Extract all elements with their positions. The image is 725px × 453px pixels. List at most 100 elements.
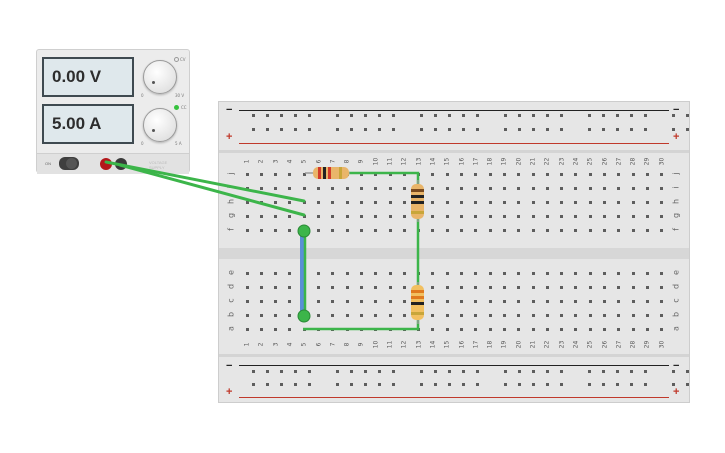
rail-hole[interactable] bbox=[587, 369, 591, 373]
breadboard-hole[interactable] bbox=[402, 285, 406, 289]
breadboard-hole[interactable] bbox=[560, 327, 564, 331]
breadboard-hole[interactable] bbox=[460, 271, 463, 275]
rail-hole[interactable] bbox=[293, 113, 297, 117]
breadboard-hole[interactable] bbox=[288, 186, 292, 190]
breadboard-hole[interactable] bbox=[345, 299, 349, 303]
breadboard-hole[interactable] bbox=[488, 228, 492, 232]
breadboard-hole[interactable] bbox=[502, 271, 506, 275]
breadboard-hole[interactable] bbox=[588, 186, 592, 190]
rail-hole[interactable] bbox=[307, 369, 311, 373]
rail-hole[interactable] bbox=[517, 369, 521, 373]
voltage-knob[interactable] bbox=[143, 60, 177, 94]
rail-hole[interactable] bbox=[279, 369, 283, 373]
rail-hole[interactable] bbox=[363, 127, 367, 131]
breadboard-hole[interactable] bbox=[331, 313, 335, 317]
rail-hole[interactable] bbox=[601, 369, 605, 373]
breadboard-hole[interactable] bbox=[588, 172, 592, 176]
breadboard-hole[interactable] bbox=[359, 285, 363, 289]
breadboard-hole[interactable] bbox=[603, 214, 606, 218]
rail-hole[interactable] bbox=[685, 127, 689, 131]
rail-hole[interactable] bbox=[531, 113, 535, 117]
resistor-r3[interactable] bbox=[411, 282, 424, 324]
breadboard-hole[interactable] bbox=[660, 313, 664, 317]
rail-hole[interactable] bbox=[307, 127, 311, 131]
resistor-r2[interactable] bbox=[411, 180, 424, 222]
breadboard-hole[interactable] bbox=[445, 327, 449, 331]
rail-hole[interactable] bbox=[377, 369, 381, 373]
breadboard-hole[interactable] bbox=[545, 228, 549, 232]
breadboard-hole[interactable] bbox=[531, 327, 535, 331]
breadboard-hole[interactable] bbox=[631, 228, 635, 232]
breadboard-hole[interactable] bbox=[545, 172, 549, 176]
rail-hole[interactable] bbox=[461, 382, 465, 386]
rail-hole[interactable] bbox=[251, 127, 255, 131]
breadboard-hole[interactable] bbox=[574, 271, 578, 275]
breadboard-hole[interactable] bbox=[388, 228, 392, 232]
breadboard-hole[interactable] bbox=[517, 327, 521, 331]
rail-hole[interactable] bbox=[349, 369, 353, 373]
rail-hole[interactable] bbox=[447, 369, 451, 373]
breadboard-hole[interactable] bbox=[617, 327, 621, 331]
rail-hole[interactable] bbox=[643, 382, 647, 386]
breadboard-hole[interactable] bbox=[531, 186, 535, 190]
wire-endpoint[interactable] bbox=[297, 309, 311, 323]
breadboard-hole[interactable] bbox=[274, 186, 278, 190]
rail-hole[interactable] bbox=[671, 127, 675, 131]
breadboard-hole[interactable] bbox=[560, 172, 564, 176]
breadboard-hole[interactable] bbox=[574, 186, 578, 190]
breadboard-hole[interactable] bbox=[560, 228, 564, 232]
breadboard-hole[interactable] bbox=[617, 299, 621, 303]
breadboard-hole[interactable] bbox=[431, 285, 435, 289]
breadboard-hole[interactable] bbox=[574, 228, 578, 232]
breadboard-hole[interactable] bbox=[345, 186, 349, 190]
breadboard-hole[interactable] bbox=[588, 285, 592, 289]
breadboard-hole[interactable] bbox=[245, 327, 249, 331]
breadboard-hole[interactable] bbox=[259, 214, 263, 218]
breadboard-hole[interactable] bbox=[603, 271, 606, 275]
breadboard-hole[interactable] bbox=[359, 313, 363, 317]
rail-hole[interactable] bbox=[307, 113, 311, 117]
breadboard-hole[interactable] bbox=[560, 186, 564, 190]
supply-positive-wire[interactable] bbox=[104, 160, 306, 203]
rail-hole[interactable] bbox=[307, 382, 311, 386]
breadboard-hole[interactable] bbox=[374, 186, 378, 190]
breadboard-hole[interactable] bbox=[431, 313, 435, 317]
breadboard-hole[interactable] bbox=[345, 271, 349, 275]
breadboard-hole[interactable] bbox=[660, 299, 664, 303]
breadboard-hole[interactable] bbox=[259, 299, 263, 303]
breadboard-hole[interactable] bbox=[517, 214, 521, 218]
breadboard-hole[interactable] bbox=[517, 285, 521, 289]
breadboard-hole[interactable] bbox=[474, 271, 478, 275]
breadboard-hole[interactable] bbox=[502, 285, 506, 289]
breadboard-hole[interactable] bbox=[631, 200, 635, 204]
breadboard-hole[interactable] bbox=[531, 313, 535, 317]
breadboard-hole[interactable] bbox=[460, 172, 463, 176]
breadboard-hole[interactable] bbox=[660, 271, 664, 275]
rail-hole[interactable] bbox=[601, 127, 605, 131]
breadboard-hole[interactable] bbox=[660, 228, 664, 232]
breadboard-hole[interactable] bbox=[474, 285, 478, 289]
breadboard-hole[interactable] bbox=[545, 200, 549, 204]
breadboard-hole[interactable] bbox=[474, 327, 478, 331]
breadboard-hole[interactable] bbox=[331, 271, 335, 275]
breadboard-hole[interactable] bbox=[245, 285, 249, 289]
rail-hole[interactable] bbox=[517, 127, 521, 131]
rail-hole[interactable] bbox=[335, 113, 339, 117]
breadboard-hole[interactable] bbox=[431, 299, 435, 303]
breadboard-hole[interactable] bbox=[317, 271, 320, 275]
current-knob[interactable] bbox=[143, 108, 177, 142]
breadboard-hole[interactable] bbox=[531, 172, 535, 176]
breadboard-hole[interactable] bbox=[560, 285, 564, 289]
rail-hole[interactable] bbox=[377, 127, 381, 131]
breadboard-hole[interactable] bbox=[359, 200, 363, 204]
rail-hole[interactable] bbox=[363, 113, 367, 117]
rail-hole[interactable] bbox=[685, 382, 689, 386]
breadboard-hole[interactable] bbox=[560, 299, 564, 303]
breadboard-hole[interactable] bbox=[331, 186, 335, 190]
breadboard-hole[interactable] bbox=[274, 228, 278, 232]
breadboard-hole[interactable] bbox=[288, 299, 292, 303]
breadboard-hole[interactable] bbox=[488, 271, 492, 275]
breadboard-hole[interactable] bbox=[617, 228, 621, 232]
breadboard-hole[interactable] bbox=[388, 271, 392, 275]
breadboard-hole[interactable] bbox=[545, 327, 549, 331]
